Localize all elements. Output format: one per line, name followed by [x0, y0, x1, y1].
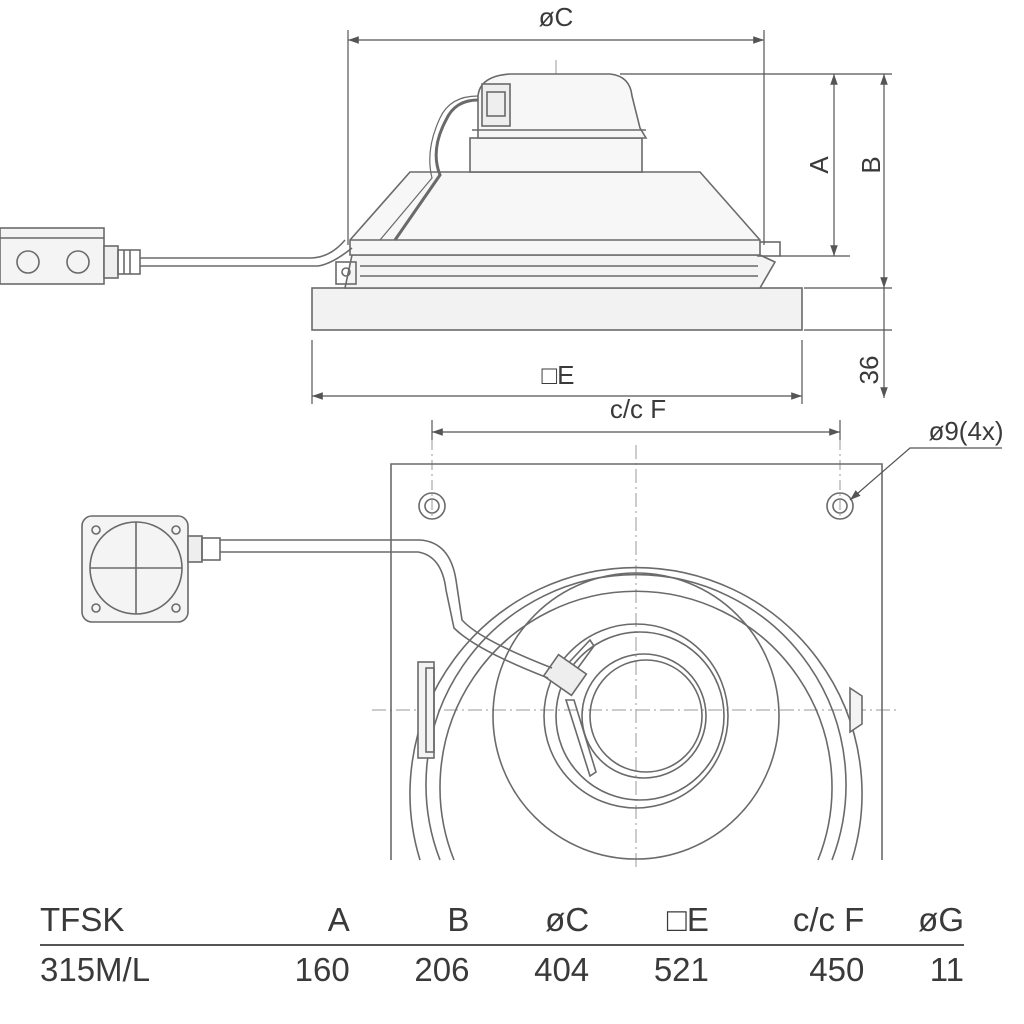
external-switch-box — [0, 227, 141, 285]
table-header: □E — [666, 901, 709, 938]
table-header: B — [447, 901, 470, 938]
dimensions-table: TFSK A B øC □E c/c F øG 315M/L 160 206 4… — [40, 896, 964, 994]
table-header: TFSK — [40, 901, 125, 938]
motor-body — [469, 137, 643, 173]
top-view-dimensions — [431, 420, 1002, 501]
top-view — [81, 440, 900, 870]
table-cell: 315M/L — [40, 951, 151, 988]
dim-label-36: 36 — [854, 356, 884, 385]
dim-label-e: □E — [541, 360, 574, 390]
dim-label-f: c/c F — [610, 394, 666, 424]
base-plate — [311, 287, 803, 331]
dim-label-hole: ø9(4x) — [928, 416, 1003, 446]
table-cell: 450 — [809, 951, 865, 988]
table-cell: 521 — [653, 951, 709, 988]
table-header-row: TFSK A B øC □E c/c F øG — [40, 896, 964, 945]
fan-housing — [349, 171, 761, 256]
mounting-hole — [418, 492, 446, 520]
external-box-top-view — [81, 515, 221, 623]
side-view — [0, 60, 803, 331]
table-cell: 160 — [294, 951, 350, 988]
table-cell: 206 — [414, 951, 470, 988]
dim-label-a: A — [804, 156, 834, 174]
motor-cap — [477, 73, 648, 139]
side-view-dimensions — [311, 30, 892, 404]
table-header: øC — [545, 901, 590, 938]
dim-label-b: B — [856, 156, 886, 173]
dim-label-c: øC — [539, 2, 574, 32]
table-row: 315M/L 160 206 404 521 450 11 — [40, 945, 964, 994]
table-cell: 404 — [534, 951, 590, 988]
table-header: c/c F — [792, 901, 865, 938]
table-header: øG — [918, 901, 964, 938]
top-base-plate — [390, 463, 883, 860]
mounting-hole — [826, 492, 854, 520]
table-cell: 11 — [929, 951, 964, 988]
table-header: A — [327, 901, 350, 938]
